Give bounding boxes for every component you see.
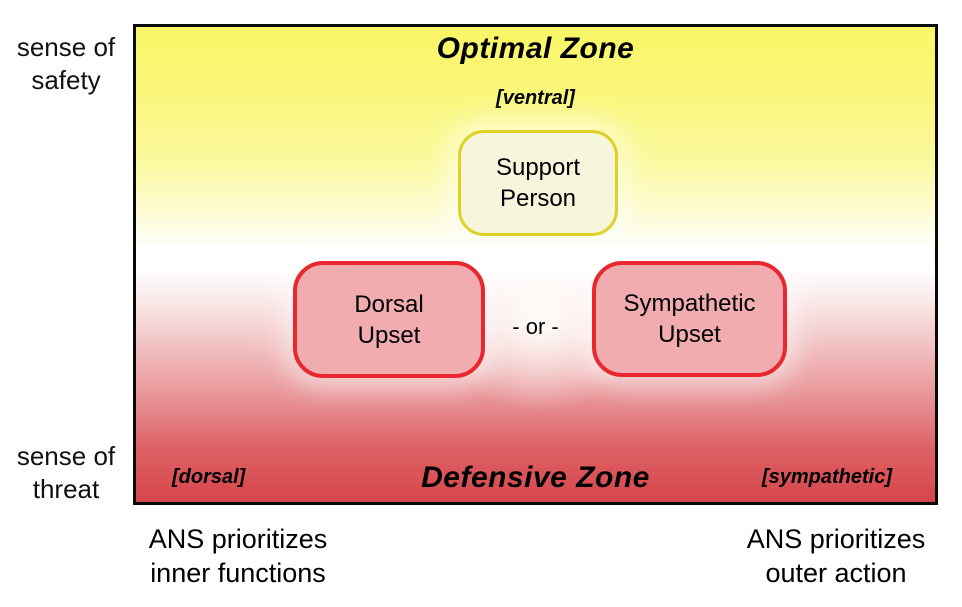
ventral-tag: [ventral] xyxy=(496,87,575,109)
sense-of-threat-label: sense of threat xyxy=(0,440,132,506)
or-separator: - or - xyxy=(512,314,559,339)
dorsal-upset-line1: Dorsal xyxy=(354,290,424,318)
sense-of-threat-line2: threat xyxy=(32,474,100,504)
defensive-zone-title: Defensive Zone xyxy=(421,461,650,494)
sympathetic-upset-line2: Upset xyxy=(658,321,721,348)
ans-outer-action-caption: ANS prioritizes outer action xyxy=(701,522,962,590)
sympathetic-tag: [sympathetic] xyxy=(761,466,892,488)
ans-outer-line2: outer action xyxy=(765,558,907,588)
sympathetic-upset-box: Sympathetic Upset xyxy=(592,261,787,377)
dorsal-upset-box: Dorsal Upset xyxy=(293,261,485,378)
dorsal-upset-line2: Upset xyxy=(357,321,421,349)
support-person-box: Support Person xyxy=(458,130,618,236)
ans-inner-line1: ANS prioritizes xyxy=(148,524,328,554)
ans-outer-line1: ANS prioritizes xyxy=(746,524,926,554)
sense-of-safety-label: sense of safety xyxy=(0,31,132,97)
ans-inner-line2: inner functions xyxy=(150,558,326,588)
optimal-zone-title: Optimal Zone xyxy=(436,32,635,65)
sense-of-safety-line2: safety xyxy=(31,65,101,95)
support-person-line2: Person xyxy=(499,185,577,212)
sympathetic-upset-line1: Sympathetic xyxy=(623,290,756,317)
sense-of-safety-line1: sense of xyxy=(16,32,116,62)
gradient-zone-plot: Optimal Zone [ventral] Support Person Do… xyxy=(133,24,938,505)
ans-inner-functions-caption: ANS prioritizes inner functions xyxy=(103,522,373,590)
sense-of-threat-line1: sense of xyxy=(16,441,116,471)
support-person-line1: Support xyxy=(495,154,581,181)
dorsal-tag: [dorsal] xyxy=(172,466,246,488)
